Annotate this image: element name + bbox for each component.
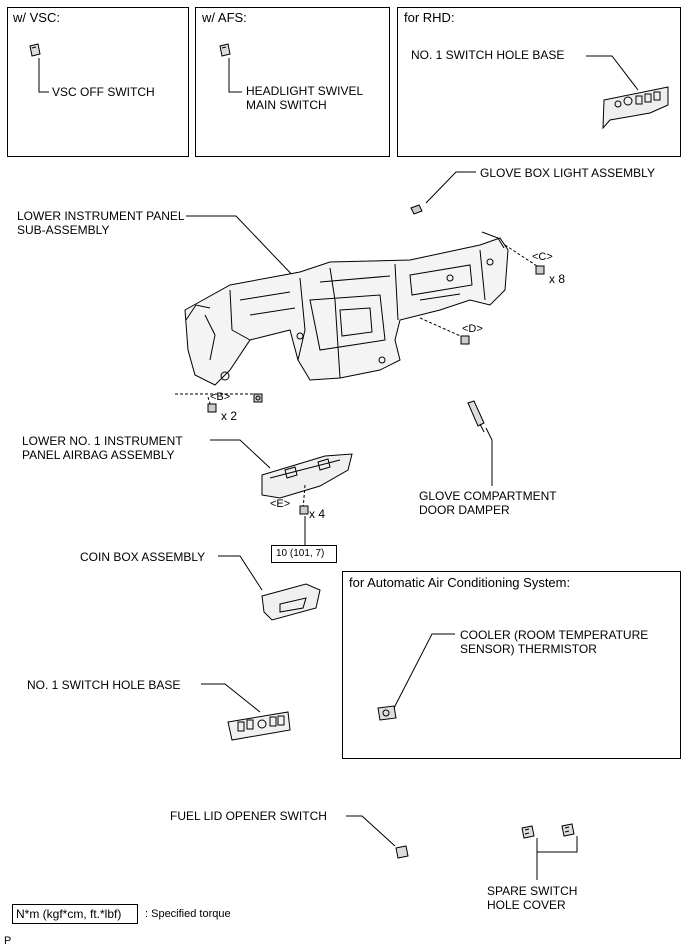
lower-panel-leader (186, 215, 299, 282)
switch-hole-base-label: NO. 1 SWITCH HOLE BASE (27, 678, 181, 692)
lower-airbag-icon (210, 439, 353, 515)
fuel-lid-switch-icon (346, 815, 409, 859)
legend-desc: : Specified torque (145, 908, 231, 920)
qty-x4: x 4 (309, 507, 326, 521)
bolts-c-icon (504, 244, 545, 275)
bolts-d-icon (419, 317, 470, 345)
coin-box-icon (218, 555, 321, 621)
vsc-off-switch-icon (29, 43, 49, 93)
bolts-b-icon (175, 393, 263, 413)
inset-vsc-title: w/ VSC: (13, 10, 60, 25)
callout-d: <D> (462, 323, 483, 335)
callout-e: <E> (270, 498, 291, 510)
vsc-off-switch-label: VSC OFF SWITCH (52, 85, 155, 99)
lower-panel-label: LOWER INSTRUMENT PANEL SUB-ASSEMBLY (17, 209, 185, 237)
inset-rhd-title: for RHD: (404, 10, 455, 25)
rhd-switch-hole-base-icon (586, 55, 669, 130)
inset-afs-title: w/ AFS: (202, 10, 247, 25)
glove-damper-label: GLOVE COMPARTMENT DOOR DAMPER (419, 489, 557, 517)
thermistor-icon (377, 633, 455, 721)
torque-box (271, 545, 337, 563)
glove-damper-icon (467, 400, 493, 486)
spare-switch-cover-icon (521, 823, 578, 880)
qty-x2: x 2 (221, 409, 238, 423)
thermistor-label: COOLER (ROOM TEMPERATURE SENSOR) THERMIS… (460, 628, 649, 656)
qty-x8: x 8 (549, 272, 566, 286)
headlight-swivel-switch-label: HEADLIGHT SWIVEL MAIN SWITCH (246, 84, 364, 112)
inset-afs (195, 7, 390, 157)
footer-code: P (4, 935, 12, 947)
torque-value: 10 (101, 7) (276, 548, 325, 559)
legend-box (12, 904, 138, 924)
glove-box-light-label: GLOVE BOX LIGHT ASSEMBLY (480, 166, 655, 180)
inset-auto-ac (342, 571, 681, 759)
callout-c: <C> (532, 251, 553, 263)
legend-unit: N*m (kgf*cm, ft.*lbf) (16, 907, 122, 921)
switch-hole-base-icon (201, 683, 291, 741)
headlight-swivel-switch-icon (219, 43, 242, 93)
lower-airbag-label: LOWER NO. 1 INSTRUMENT PANEL AIRBAG ASSE… (22, 434, 183, 462)
lower-instrument-panel-icon (184, 231, 509, 386)
inset-vsc (7, 7, 189, 157)
spare-switch-cover-label: SPARE SWITCH HOLE COVER (487, 884, 578, 912)
inset-rhd (397, 7, 681, 157)
glove-box-light-icon (410, 171, 476, 215)
fuel-lid-opener-label: FUEL LID OPENER SWITCH (170, 809, 327, 823)
coin-box-label: COIN BOX ASSEMBLY (80, 550, 206, 564)
rhd-switch-hole-base-label: NO. 1 SWITCH HOLE BASE (411, 48, 565, 62)
inset-auto-ac-title: for Automatic Air Conditioning System: (349, 575, 571, 590)
